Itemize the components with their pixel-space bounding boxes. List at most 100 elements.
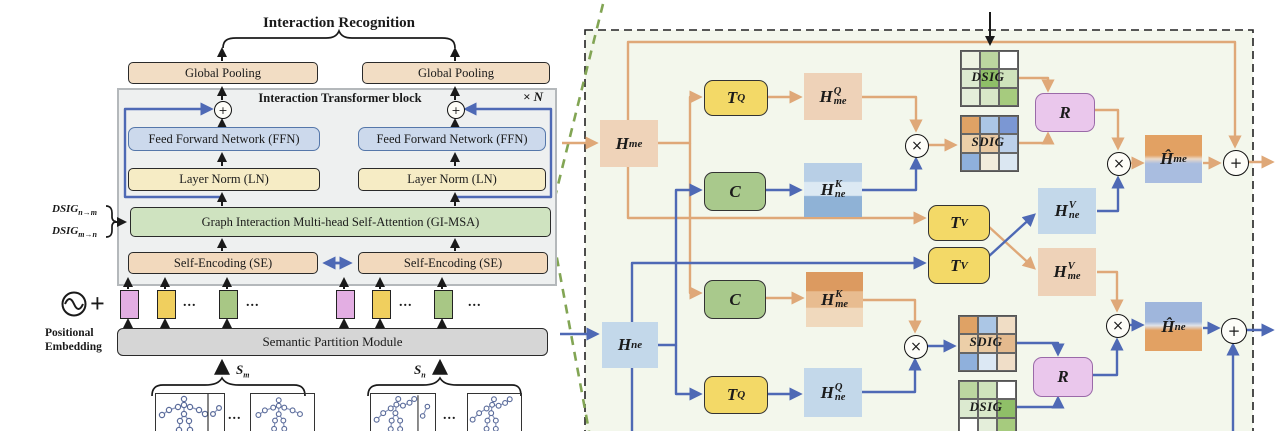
zoom-indicator-lines: [549, 3, 605, 431]
grid-cell: [959, 334, 978, 353]
token-pink-2: [336, 290, 355, 319]
add-operator-right: +: [447, 101, 465, 119]
figure-title: Interaction Recognition: [262, 14, 416, 31]
grid-cell: [980, 87, 999, 106]
semantic-partition-module: Semantic Partition Module: [117, 328, 548, 356]
concat-bottom: C: [704, 280, 766, 319]
grid-cell: [997, 381, 1016, 400]
grid-cell: [959, 399, 978, 418]
grid-cell: [980, 116, 999, 135]
self-encoding-right: Self-Encoding (SE): [358, 252, 548, 274]
positional-add-sign: +: [90, 289, 105, 318]
token-yellow-2: [372, 290, 391, 319]
grid-cell: [978, 352, 997, 371]
gimsa-box: Graph Interaction Multi-head Self-Attent…: [130, 207, 551, 237]
token-green-2: [434, 290, 453, 319]
grid-cell: [999, 51, 1018, 70]
skeleton-graph: [255, 397, 303, 431]
sdig-grid-top-label: SDIG: [971, 134, 1005, 149]
sequence-ellipsis-m: ...: [228, 408, 242, 423]
skeleton-frame-m1: [155, 393, 225, 431]
layer-norm-right: Layer Norm (LN): [358, 168, 546, 191]
relation-bottom: R: [1033, 357, 1093, 397]
grid-cell: [980, 152, 999, 171]
grid-cell: [959, 417, 978, 431]
grid-cell: [961, 116, 980, 135]
layer-norm-left: Layer Norm (LN): [128, 168, 320, 191]
dsig-grid-bottom-label: DSIG: [969, 399, 1003, 414]
ffn-left: Feed Forward Network (FFN): [128, 127, 320, 151]
sequence-ellipsis-n: ...: [443, 408, 457, 423]
sn-label: Sn: [414, 362, 426, 380]
grid-cell: [978, 334, 997, 353]
skeleton-frame-n2: [467, 393, 522, 431]
ffn-right: Feed Forward Network (FFN): [358, 127, 546, 151]
grid-cell: [980, 51, 999, 70]
grid-cell: [997, 417, 1016, 431]
token-ellipsis-2: ...: [246, 295, 260, 310]
grid-cell: [999, 116, 1018, 135]
grid-cell: [999, 87, 1018, 106]
token-green-1: [219, 290, 238, 319]
skeleton-frame-m2: [250, 393, 315, 431]
token-yellow-1: [157, 290, 176, 319]
grid-cell: [959, 316, 978, 335]
skeleton-graph: [469, 396, 513, 431]
sdig-grid-bottom: [958, 315, 1017, 372]
grid-cell: [997, 399, 1016, 418]
token-pink-1: [120, 290, 139, 319]
add-operator-left: +: [214, 101, 232, 119]
add-operator-ne-out: +: [1221, 318, 1247, 344]
add-operator-me-out: +: [1223, 150, 1249, 176]
sm-label: Sm: [236, 362, 250, 380]
grid-cell: [961, 87, 980, 106]
dsig-n-to-m-label: DSIGn→m: [52, 203, 97, 218]
token-ellipsis-3: ...: [399, 295, 413, 310]
grid-cell: [997, 352, 1016, 371]
grid-cell: [978, 381, 997, 400]
grid-cell: [999, 152, 1018, 171]
skeleton-graph: [158, 394, 222, 431]
relation-top: R: [1035, 93, 1095, 132]
self-encoding-left: Self-Encoding (SE): [128, 252, 318, 274]
dsig-grid-bottom: [958, 380, 1017, 431]
block-label: Interaction Transformer block: [258, 91, 422, 105]
multiply-operator-me-qk: ×: [905, 134, 929, 158]
token-ellipsis-1: ...: [183, 295, 197, 310]
grid-cell: [959, 352, 978, 371]
sdig-grid-bottom-label: SDIG: [969, 334, 1003, 349]
multiply-operator-me-v: ×: [1107, 152, 1131, 176]
repeat-count-label: × N: [522, 88, 544, 104]
detail-panel-border: [584, 29, 1254, 431]
dsig-grid-top-label: DSIG: [971, 69, 1005, 84]
grid-cell: [997, 316, 1016, 335]
concat-top: C: [704, 172, 766, 211]
token-ellipsis-4: ...: [468, 295, 482, 310]
skeleton-graph: [373, 395, 431, 431]
multiply-operator-ne-qk: ×: [904, 335, 928, 359]
grid-cell: [978, 316, 997, 335]
multiply-operator-ne-v: ×: [1106, 314, 1130, 338]
grid-cell: [961, 152, 980, 171]
dsig-m-to-n-label: DSIGm→n: [52, 225, 97, 240]
grid-cell: [978, 417, 997, 431]
grid-cell: [978, 399, 997, 418]
grid-cell: [959, 381, 978, 400]
skeleton-frame-n1: [370, 393, 436, 431]
